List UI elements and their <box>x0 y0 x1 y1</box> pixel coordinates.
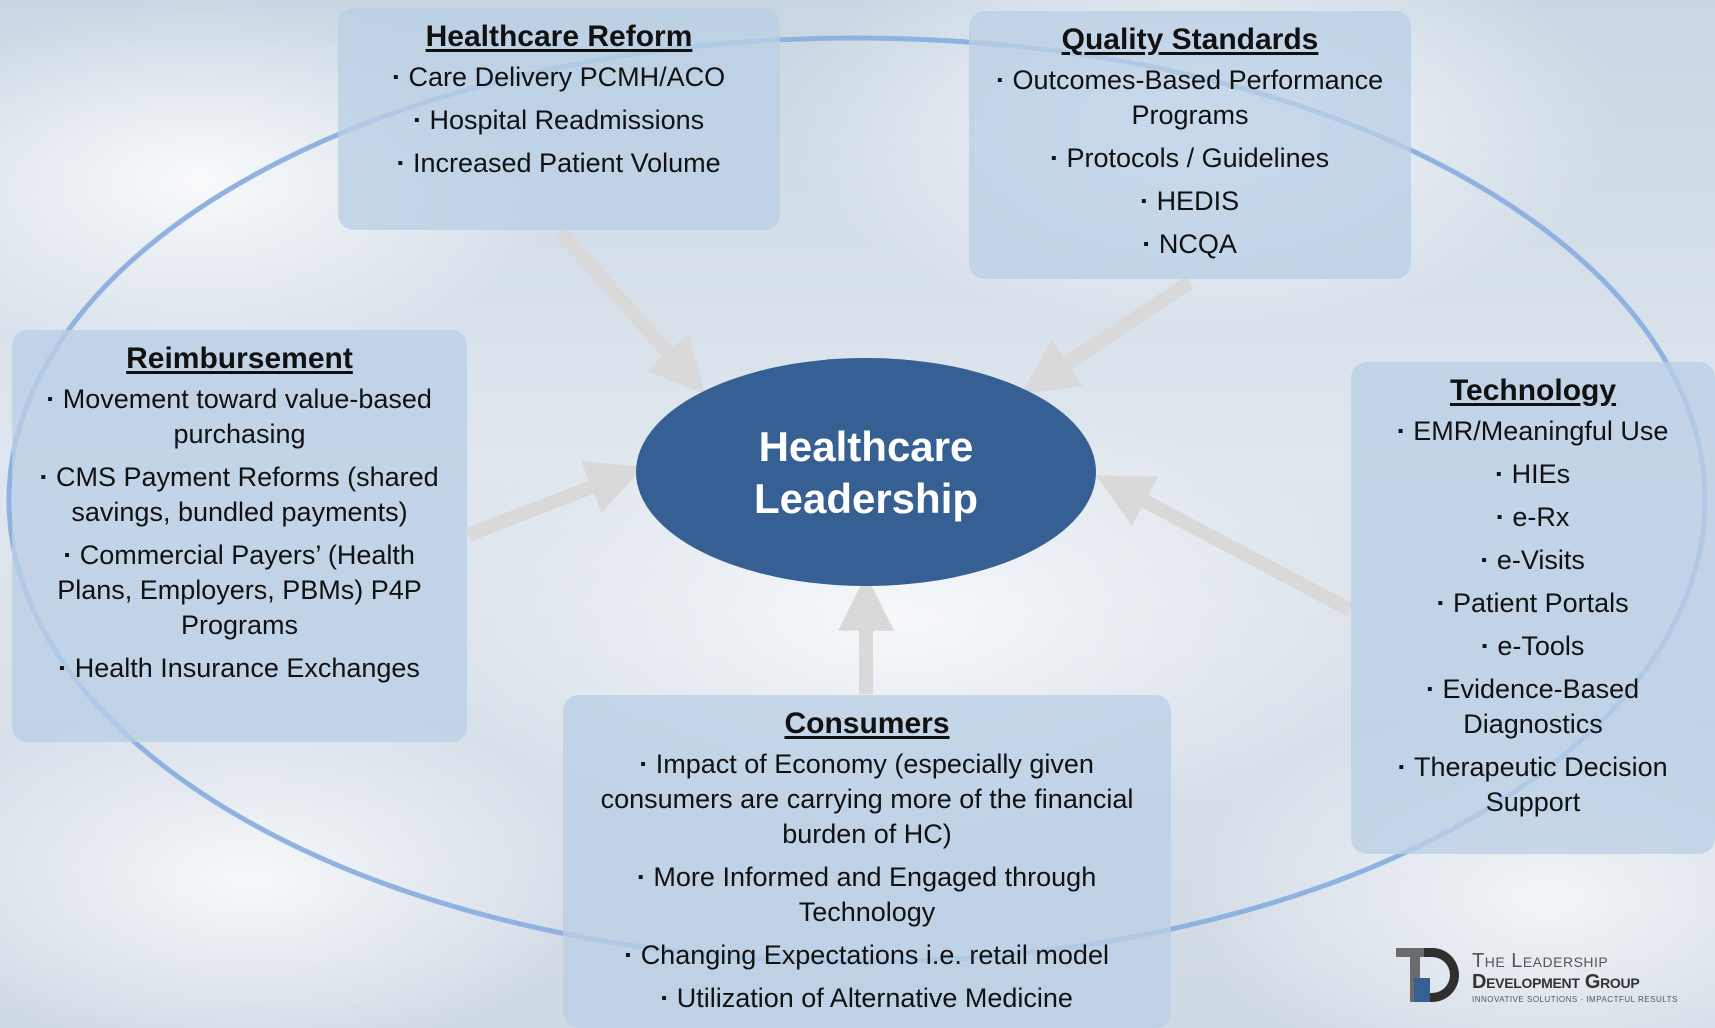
list-item: ▪Impact of Economy (especially given con… <box>577 747 1157 852</box>
logo-mark-icon <box>1396 948 1459 1002</box>
arrow-reform <box>554 227 705 394</box>
bullet-icon: ▪ <box>1496 509 1503 526</box>
bullet-icon: ▪ <box>1397 423 1404 440</box>
bullet-icon: ▪ <box>413 112 420 129</box>
bullet-icon: ▪ <box>1437 595 1444 612</box>
list-item-text: Evidence-Based Diagnostics <box>1442 674 1640 739</box>
bullet-icon: ▪ <box>59 660 65 677</box>
consumers-title: Consumers <box>784 707 950 740</box>
list-item: ▪ Patient Portals <box>1359 586 1707 621</box>
consumers-box: Consumers ▪Impact of Economy (especially… <box>563 695 1171 1028</box>
list-item-text: EMR/Meaningful Use <box>1413 416 1669 446</box>
logo-line1: The Leadership <box>1472 950 1609 972</box>
healthcare-reform-list: ▪ Care Delivery PCMH/ACO ▪ Hospital Readmi… <box>352 60 766 181</box>
list-item-text: Outcomes-Based Performance Programs <box>1012 65 1384 130</box>
list-item-text: Increased Patient Volume <box>412 148 721 178</box>
bullet-icon: ▪ <box>397 155 403 172</box>
list-item-text: Commercial Payers’ (Health Plans, Employ… <box>57 540 422 640</box>
list-item: ▪ Increased Patient Volume <box>352 146 766 181</box>
reimbursement-title: Reimbursement <box>126 342 353 375</box>
list-item-text: CMS Payment Reforms (shared savings, bun… <box>56 462 439 527</box>
bullet-icon: ▪ <box>1140 193 1147 210</box>
list-item-text: NCQA <box>1158 229 1237 259</box>
healthcare-reform-title: Healthcare Reform <box>425 20 693 53</box>
bullet-icon: ▪ <box>1426 681 1433 698</box>
list-item-text: HIEs <box>1511 459 1571 489</box>
center-node <box>636 358 1096 586</box>
list-item-text: Protocols / Guidelines <box>1066 143 1330 173</box>
bullet-icon: ▪ <box>1495 466 1502 483</box>
bullet-icon: ▪ <box>625 947 631 964</box>
list-item: ▪ More Informed and Engaged through Techn… <box>577 860 1157 930</box>
bullet-icon: ▪ <box>1481 638 1488 655</box>
list-item: ▪ EMR/Meaningful Use <box>1359 414 1707 449</box>
list-item: ▪ e-Rx <box>1359 500 1707 535</box>
list-item: ▪ Therapeutic Decision Support <box>1359 750 1707 820</box>
list-item-text: Utilization of Alternative Medicine <box>676 983 1073 1013</box>
list-item: ▪Commercial Payers’ (Health Plans, Emplo… <box>26 538 453 643</box>
reimbursement-list: ▪Movement toward value-based purchasing … <box>26 382 453 686</box>
list-item-text: e-Tools <box>1497 631 1585 661</box>
list-item-text: Movement toward value-based purchasing <box>62 384 432 449</box>
quality-standards-box: Quality Standards ▪ Outcomes-Based Perfor… <box>969 11 1411 279</box>
list-item: ▪ e-Tools <box>1359 629 1707 664</box>
list-item: ▪ Utilization of Alternative Medicine <box>577 981 1157 1016</box>
list-item: ▪ Outcomes-Based Performance Programs <box>983 63 1397 133</box>
list-item: ▪ HIEs <box>1359 457 1707 492</box>
list-item: ▪ CMS Payment Reforms (shared savings, bu… <box>26 460 453 530</box>
bullet-icon: ▪ <box>637 869 644 886</box>
healthcare-reform-box: Healthcare Reform ▪ Care Delivery PCMH/AC… <box>338 8 780 230</box>
list-item: ▪ Hospital Readmissions <box>352 103 766 138</box>
list-item-text: Therapeutic Decision Support <box>1414 752 1668 817</box>
quality-standards-list: ▪ Outcomes-Based Performance Programs ▪ Pr… <box>983 63 1397 262</box>
logo-line2: Development Group <box>1472 971 1640 993</box>
list-item: ▪ Movement toward value-based purchasing <box>26 382 453 452</box>
list-item: ▪ Care Delivery PCMH/ACO <box>352 60 766 95</box>
bullet-icon: ▪ <box>640 756 646 773</box>
logo-tagline: INNOVATIVE SOLUTIONS · IMPACTFUL RESULTS <box>1472 995 1678 1004</box>
bullet-icon: ▪ <box>1143 236 1149 253</box>
arrow-quality <box>1020 276 1194 394</box>
list-item-text: Care Delivery PCMH/ACO <box>408 62 726 92</box>
bullet-icon: ▪ <box>392 69 399 86</box>
list-item: ▪ Changing Expectations i.e. retail model <box>577 938 1157 973</box>
technology-list: ▪ EMR/Meaningful Use ▪ HIEs ▪ e-Rx ▪ e-Visit… <box>1359 414 1707 820</box>
list-item: ▪ Health Insurance Exchanges <box>26 651 453 686</box>
list-item: ▪ Evidence-Based Diagnostics <box>1359 672 1707 742</box>
bullet-icon: ▪ <box>1398 759 1405 776</box>
bullet-icon: ▪ <box>1050 150 1057 167</box>
reimbursement-box: Reimbursement ▪ Movement toward value-bas… <box>12 330 467 742</box>
quality-standards-title: Quality Standards <box>1061 23 1319 56</box>
arrow-reimbursement <box>465 461 644 542</box>
list-item-text: More Informed and Engaged through Techno… <box>653 862 1097 927</box>
bullet-icon: ▪ <box>40 469 47 486</box>
list-item: ▪ Protocols / Guidelines <box>983 141 1397 176</box>
bullet-icon: ▪ <box>64 547 70 564</box>
bullet-icon: ▪ <box>661 990 667 1007</box>
bullet-icon: ▪ <box>996 72 1003 89</box>
bullet-icon: ▪ <box>1481 552 1487 569</box>
arrow-technology <box>1095 475 1354 617</box>
consumers-list: ▪Impact of Economy (especially given con… <box>577 747 1157 1016</box>
center-node-label: Healthcare Leadership <box>636 360 1096 585</box>
list-item: ▪ HEDIS <box>983 184 1397 219</box>
list-item: ▪ NCQA <box>983 227 1397 262</box>
list-item-text: Hospital Readmissions <box>429 105 705 135</box>
list-item: ▪ e-Visits <box>1359 543 1707 578</box>
list-item-text: Changing Expectations i.e. retail model <box>640 940 1109 970</box>
company-logo: The Leadership Development Group INNOVAT… <box>1396 944 1686 1006</box>
list-item-text: HEDIS <box>1156 186 1240 216</box>
list-item-text: e-Visits <box>1496 545 1585 575</box>
technology-title: Technology <box>1449 374 1617 407</box>
bullet-icon: ▪ <box>47 391 53 408</box>
center-label-line1: Healthcare <box>758 422 974 470</box>
list-item-text: Health Insurance Exchanges <box>74 653 420 683</box>
list-item-text: Impact of Economy (especially given cons… <box>600 749 1134 849</box>
list-item-text: e-Rx <box>1512 502 1570 532</box>
center-label-line2: Leadership <box>753 474 979 522</box>
list-item-text: Patient Portals <box>1453 588 1629 618</box>
technology-box: Technology ▪ EMR/Meaningful Use ▪ HIEs ▪ e-… <box>1351 362 1715 854</box>
